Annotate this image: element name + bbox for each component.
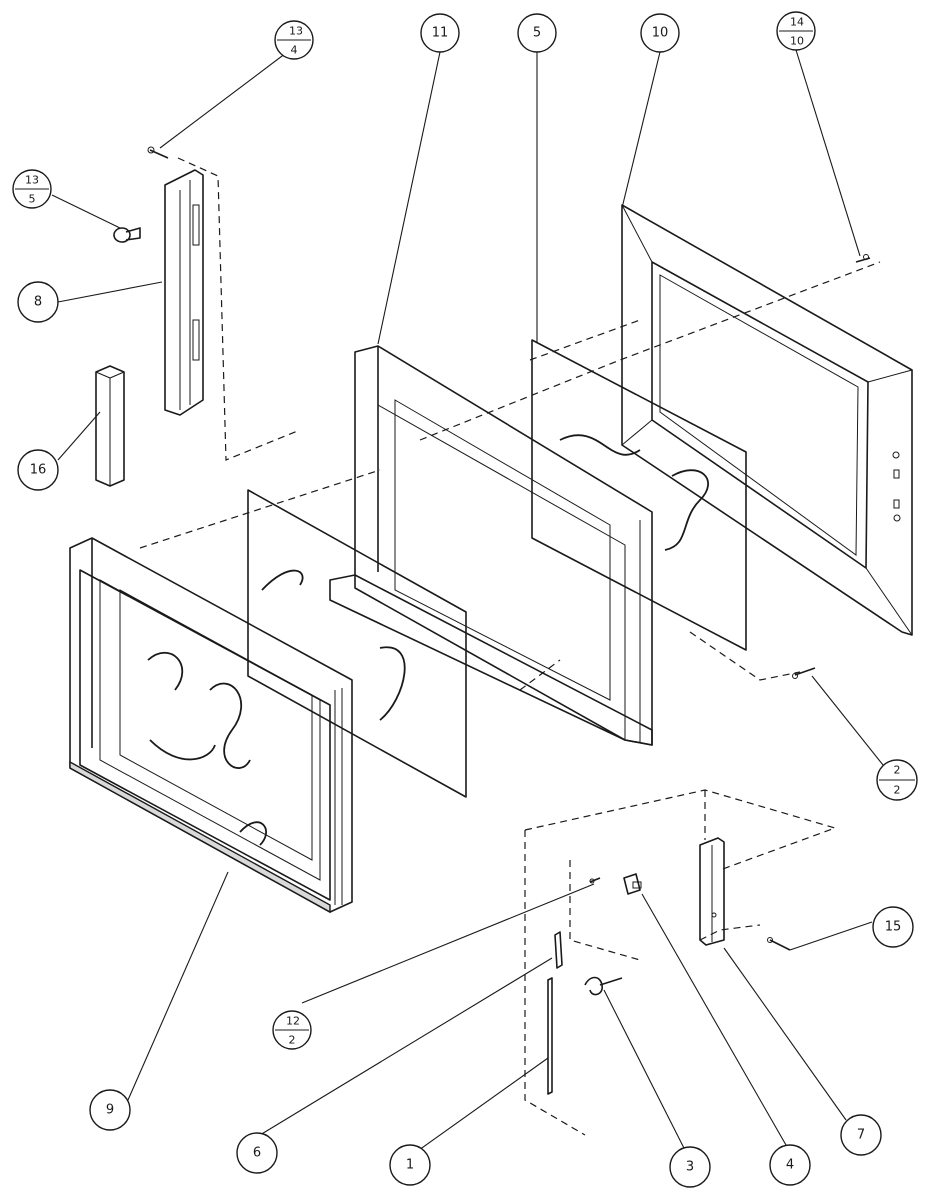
callout-9-label: 9: [106, 1103, 114, 1118]
part-10-rear-panel: [621, 204, 913, 636]
callout-16-label: 16: [30, 463, 47, 478]
callout-4-label: 4: [786, 1158, 794, 1173]
callout-11: 11: [420, 13, 460, 53]
callout-3-label: 3: [686, 1160, 694, 1175]
callout-8-label: 8: [34, 295, 42, 310]
callout-14-10-bottom: 10: [790, 35, 804, 48]
callout-5-label: 5: [533, 26, 541, 41]
callout-1: 1: [389, 1144, 431, 1186]
callout-15: 15: [872, 906, 914, 948]
callout-2-2-bottom: 2: [894, 784, 901, 797]
callout-5: 5: [517, 13, 557, 53]
callout-15-label: 15: [885, 920, 902, 935]
part-14-screw: [855, 254, 871, 263]
callout-2-2-top: 2: [894, 764, 901, 777]
callout-4: 4: [769, 1144, 811, 1186]
part-8-hinge-bracket: [164, 169, 204, 416]
callout-7-label: 7: [857, 1128, 865, 1143]
callout-10-label: 10: [652, 26, 669, 41]
callout-6: 6: [236, 1132, 278, 1174]
callout-14-10: 14 10: [776, 11, 816, 51]
part-11-inner-frame: [329, 345, 653, 746]
part-7-latch-plate: [699, 837, 725, 946]
callout-10: 10: [640, 13, 680, 53]
callout-13-4-bottom: 4: [291, 44, 298, 57]
callout-13-4: 13 4: [274, 20, 314, 60]
inner-glass-pane: [247, 489, 467, 798]
callout-11-label: 11: [432, 26, 449, 41]
callout-13-4-top: 13: [289, 25, 303, 38]
callout-7: 7: [840, 1114, 882, 1156]
callout-14-10-top: 14: [790, 16, 804, 29]
callout-13-5-top: 13: [25, 174, 39, 187]
callout-3: 3: [669, 1146, 711, 1188]
part-15-screw: [767, 937, 791, 951]
callout-12-2-bottom: 2: [289, 1034, 296, 1047]
part-6-latch-pin: [554, 931, 563, 969]
part-4-latch-hook: [623, 873, 642, 895]
part-16-spacer-block: [95, 365, 125, 487]
callout-1-label: 1: [406, 1158, 414, 1173]
callout-12-2-top: 12: [286, 1015, 300, 1028]
callout-6-label: 6: [253, 1146, 261, 1161]
callout-9: 9: [89, 1089, 131, 1131]
part-3-spring: [584, 976, 623, 996]
part-5-glass-sheet: [531, 339, 747, 651]
callout-13-5-bottom: 5: [29, 193, 36, 206]
assembly-guide-lines: [139, 157, 881, 1136]
callout-13-5: 13 5: [12, 169, 52, 209]
leader-lines: [51, 49, 884, 1161]
part-9-front-door: [69, 537, 353, 914]
callout-2-2: 2 2: [876, 759, 918, 801]
part-2-screw: [792, 667, 816, 679]
bolt-icon: [113, 227, 141, 243]
screw-icon: [147, 146, 169, 159]
callout-16: 16: [17, 449, 59, 491]
callout-12-2: 12 2: [272, 1010, 312, 1050]
callout-8: 8: [17, 281, 59, 323]
part-12-screw: [589, 877, 601, 884]
part-1-latch-lever: [547, 977, 553, 1095]
